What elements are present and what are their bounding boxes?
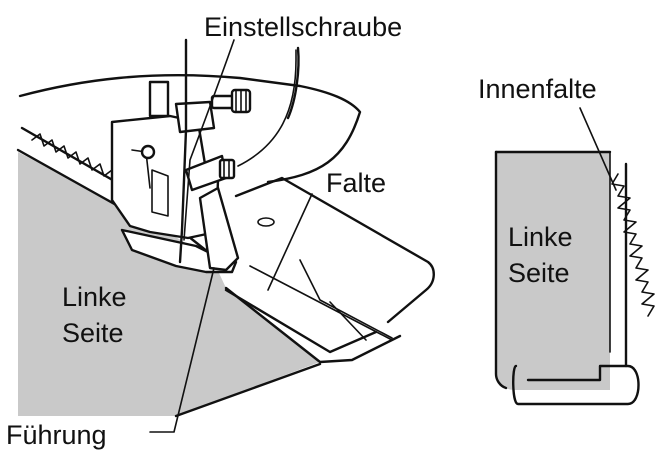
label-wrong-side-right-2: Seite — [508, 258, 570, 288]
fabric-panel — [496, 152, 610, 390]
fabric-bottom-fold — [174, 362, 322, 418]
fabric-right-fold — [224, 288, 378, 354]
leader-adjust-screw — [237, 49, 297, 167]
fabric-fold-edge — [224, 286, 402, 364]
machine-arm-outline — [18, 74, 362, 184]
guide-plate — [198, 186, 240, 272]
cross-section-view — [494, 150, 655, 406]
presser-bar — [148, 80, 170, 118]
leader-inner-fold — [579, 107, 617, 191]
label-guide: Führung — [6, 420, 107, 450]
label-adjust-screw: Einstellschraube — [204, 12, 402, 42]
needle-plate-slot — [299, 259, 393, 339]
label-fold: Falte — [326, 168, 386, 198]
fabric-wrong-side — [18, 152, 320, 416]
inner-fold-stitches — [611, 173, 655, 317]
label-wrong-side-left-1: Linke — [62, 282, 127, 312]
needle-plate — [234, 176, 435, 324]
label-inner-fold: Innenfalte — [478, 74, 597, 104]
label-wrong-side-left-2: Seite — [62, 318, 124, 348]
fabric-fold-strip-lower — [16, 148, 120, 208]
label-wrong-side-right-1: Linke — [508, 222, 573, 252]
plate-screw-hole — [257, 217, 275, 227]
leader-fold — [267, 193, 313, 291]
fabric-panel-left — [494, 150, 508, 390]
presser-foot-sole — [120, 228, 238, 274]
needle-thread — [183, 39, 235, 241]
leader-guide — [149, 267, 215, 433]
foot-detail — [151, 169, 169, 217]
needle — [178, 38, 188, 264]
machine-view — [16, 38, 435, 418]
foot-screw — [140, 144, 156, 160]
adjusting-screw — [184, 154, 236, 192]
fold-bottom-loop — [512, 364, 640, 406]
machine-head-curve — [286, 46, 300, 120]
needle-plate-slot-2 — [329, 301, 367, 341]
